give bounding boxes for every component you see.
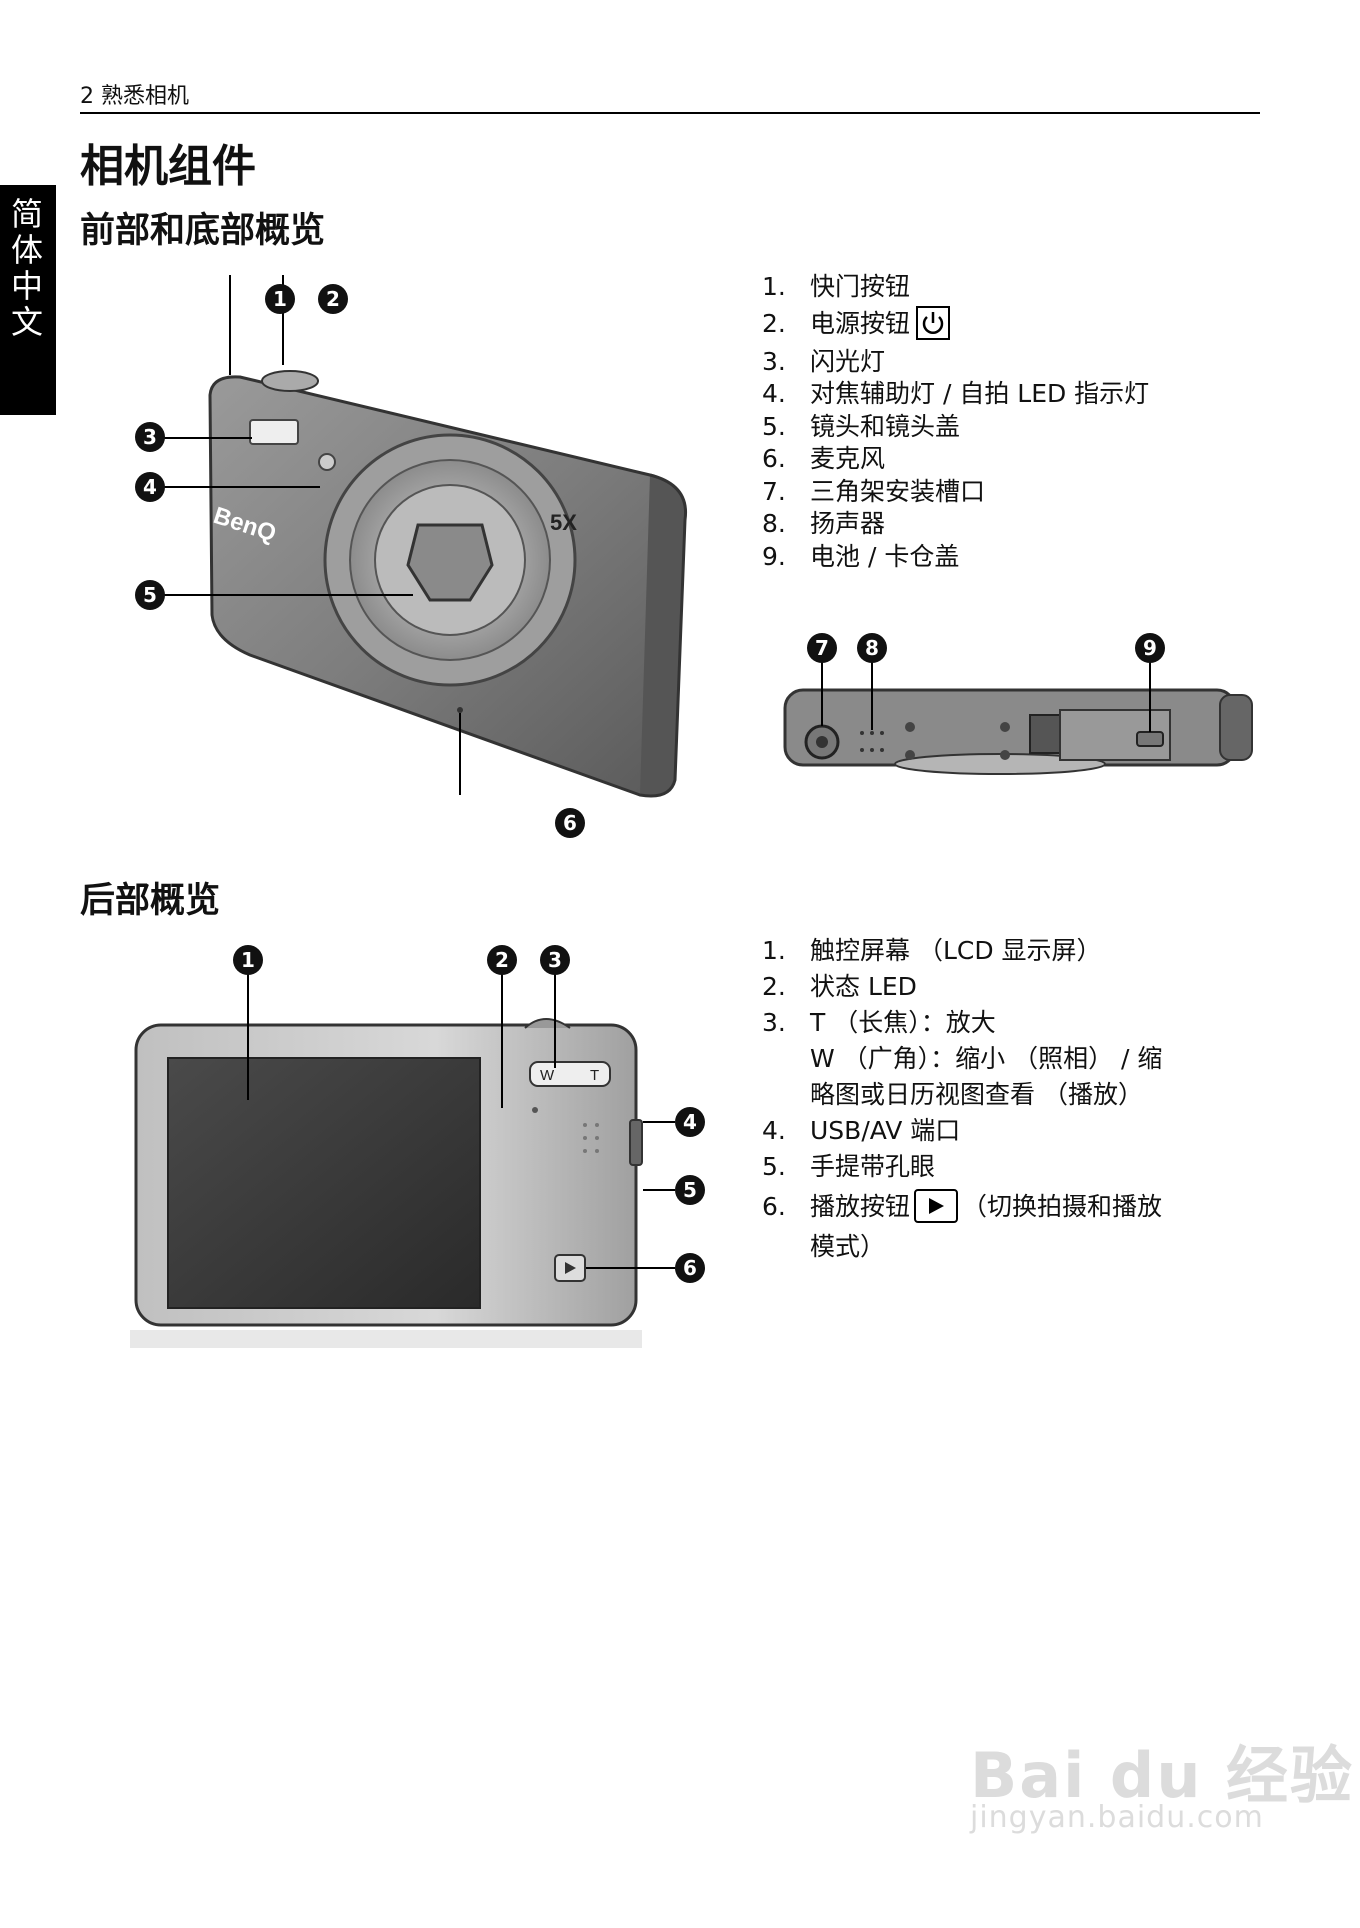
rear-callout-4: 4 bbox=[675, 1107, 705, 1137]
play-icon bbox=[914, 1189, 959, 1223]
front-callout-6: 6 bbox=[555, 808, 585, 838]
rear-callout-1: 1 bbox=[233, 945, 263, 975]
rear-section-heading: 后部概览 bbox=[80, 881, 221, 921]
page-header: 2 熟悉相机 bbox=[80, 84, 189, 109]
power-icon bbox=[916, 305, 951, 340]
front-parts-list: 1.快门按钮 2.电源按钮 3.闪光灯 4.对焦辅助灯 / 自拍 LED 指示灯… bbox=[762, 271, 1262, 573]
language-tab-label: 简体中文 bbox=[6, 197, 44, 341]
front-callout-4: 4 bbox=[135, 472, 165, 502]
rear-callout-2: 2 bbox=[487, 945, 517, 975]
list-item: 4.对焦辅助灯 / 自拍 LED 指示灯 bbox=[762, 379, 1150, 408]
front-callout-5: 5 bbox=[135, 580, 165, 610]
list-item: 4.USB/AV 端口 bbox=[762, 1116, 961, 1145]
list-item: 7.三角架安装槽口 bbox=[762, 476, 986, 506]
list-item: 模式） bbox=[810, 1232, 886, 1261]
front-section-heading: 前部和底部概览 bbox=[80, 211, 326, 251]
rear-callout-6: 6 bbox=[675, 1253, 705, 1283]
list-item: 略图或日历视图查看 （播放） bbox=[810, 1080, 1143, 1109]
list-item: 1.触控屏幕 （LCD 显示屏） bbox=[762, 936, 1102, 965]
list-item: 6.麦克风 bbox=[762, 444, 886, 473]
list-item: 3.T （长焦）：放大 bbox=[762, 1008, 996, 1037]
watermark-url: jingyan.baidu.com bbox=[970, 1800, 1264, 1835]
zoom-badge: 5X bbox=[550, 510, 577, 535]
list-item: 5.手提带孔眼 bbox=[762, 1152, 936, 1181]
bottom-callout-9: 9 bbox=[1135, 633, 1165, 663]
list-item: 8.扬声器 bbox=[762, 509, 886, 538]
svg-text:W: W bbox=[540, 1067, 555, 1084]
list-item: 2.电源按钮 bbox=[762, 305, 1262, 342]
header-divider bbox=[80, 112, 1260, 114]
rear-callout-5: 5 bbox=[675, 1175, 705, 1205]
svg-text:T: T bbox=[590, 1067, 599, 1084]
list-item: 2.状态 LED bbox=[762, 972, 917, 1001]
watermark-logo: Bai du 经验 bbox=[970, 1739, 1355, 1812]
list-item: 5.镜头和镜头盖 bbox=[762, 411, 961, 441]
list-item: 9.电池 / 卡仓盖 bbox=[762, 541, 960, 571]
rear-callout-3: 3 bbox=[540, 945, 570, 975]
bottom-callout-8: 8 bbox=[857, 633, 887, 663]
flash-icon bbox=[249, 419, 299, 445]
list-item: 3.闪光灯 bbox=[762, 346, 886, 376]
list-item: 1.快门按钮 bbox=[762, 272, 911, 301]
language-tab: 简体中文 bbox=[0, 185, 56, 415]
front-camera-illustration: BenQ 5X bbox=[150, 275, 688, 798]
front-callout-2: 2 bbox=[318, 284, 348, 314]
lcd-screen bbox=[167, 1057, 481, 1309]
list-item: 6.播放按钮（切换拍摄和播放 bbox=[762, 1189, 1262, 1225]
page-title: 相机组件 bbox=[80, 141, 256, 192]
front-callout-3: 3 bbox=[135, 422, 165, 452]
bottom-camera-illustration bbox=[783, 660, 1253, 775]
rear-camera-illustration: W T bbox=[130, 960, 675, 1348]
list-item: W （广角）：缩小 （照相） / 缩 bbox=[810, 1044, 1163, 1073]
rear-parts-list: 1.触控屏幕 （LCD 显示屏） 2.状态 LED 3.T （长焦）：放大 W … bbox=[762, 933, 1262, 1265]
bottom-callout-7: 7 bbox=[807, 633, 837, 663]
front-callout-1: 1 bbox=[265, 284, 295, 314]
